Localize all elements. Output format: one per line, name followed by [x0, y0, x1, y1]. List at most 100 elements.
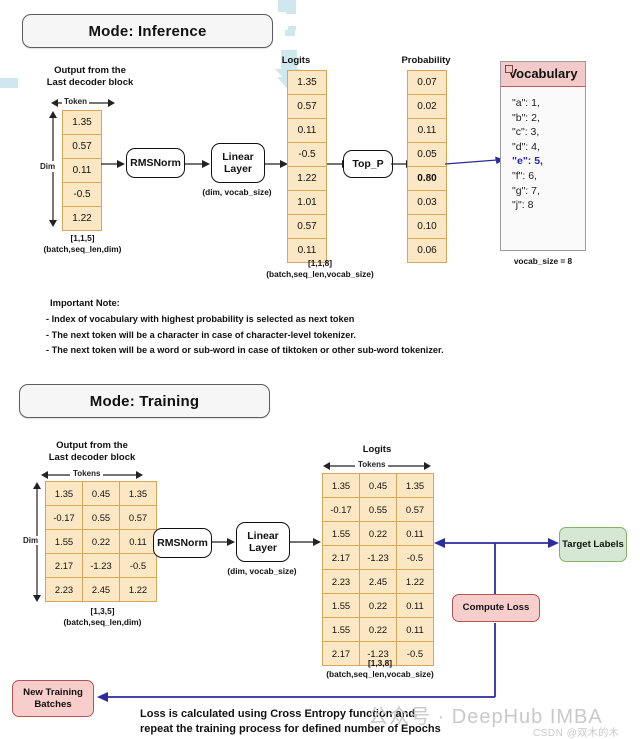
vocabulary-entry: "g": 7,: [512, 184, 540, 197]
inference-dim-axis-label: Dim: [40, 161, 56, 172]
training-arrow-rmsnorm-linear: [212, 538, 235, 546]
vocabulary-entry: "b": 2,: [512, 111, 540, 124]
matrix-cell: -0.5: [120, 554, 156, 578]
inference-rmsnorm-label: RMSNorm: [130, 157, 181, 169]
matrix-cell: 0.22: [360, 618, 397, 642]
training-linear-box: Linear Layer: [236, 522, 290, 562]
inference-arrow-linear-logits: [265, 160, 288, 168]
matrix-cell: -0.17: [323, 498, 360, 522]
note-line: - The next token will be a word or sub-w…: [46, 345, 444, 355]
target-labels-box: Target Labels: [559, 527, 627, 562]
vocabulary-entry: "d": 4,: [512, 140, 540, 153]
inference-logits-shape: [1,1,8] (batch,seq_len,vocab_size): [240, 258, 400, 280]
value-cell: 1.22: [63, 207, 101, 230]
inference-logits-shape-desc: (batch,seq_len,vocab_size): [266, 269, 374, 279]
training-tokens-axis-label: Tokens: [70, 469, 104, 478]
new-training-batches-box: New Training Batches: [12, 680, 94, 717]
new-training-batches-line1: New Training: [23, 687, 83, 698]
matrix-cell: 0.22: [360, 594, 397, 618]
matrix-cell: 0.45: [360, 474, 397, 498]
matrix-cell: -0.17: [46, 506, 83, 530]
inference-topp-label: Top_P: [352, 158, 384, 170]
matrix-cell: 2.17: [323, 642, 360, 665]
inference-token-axis-label: Token: [62, 97, 89, 106]
matrix-cell: 0.11: [397, 594, 433, 618]
value-cell: 1.01: [288, 191, 326, 215]
training-input-shape-desc: (batch,seq_len,dim): [63, 617, 142, 627]
inference-logits-title: Logits: [281, 55, 311, 66]
training-logits-tokens-label: Tokens: [355, 460, 389, 469]
matrix-cell: 1.35: [120, 482, 156, 506]
value-cell: 0.02: [408, 95, 446, 119]
vocab-size-label: vocab_size = 8: [513, 256, 573, 266]
value-cell: 1.35: [63, 111, 101, 135]
value-cell: 0.11: [288, 239, 326, 262]
training-linear-label-line1: Linear: [247, 530, 279, 542]
matrix-cell: 0.57: [120, 506, 156, 530]
inference-logits-shape-value: [1,1,8]: [308, 258, 332, 268]
training-input-shape-value: [1,3,5]: [90, 606, 115, 616]
value-cell: 0.03: [408, 191, 446, 215]
matrix-cell: 0.45: [83, 482, 120, 506]
training-logits-shape-value: [1,3,8]: [368, 658, 392, 668]
vocabulary-entries: "a": 1,"b": 2,"c": 3,"d": 4,"e": 5,"f": …: [501, 87, 585, 219]
value-cell: -0.5: [288, 143, 326, 167]
training-arrow-linear-logits: [290, 538, 321, 546]
matrix-cell: 0.57: [397, 498, 433, 522]
inference-arrow-prob-vocab: [444, 156, 504, 165]
vocabulary-card: Vocabulary "a": 1, "b": 2, "c": 3,"d": 4, "…: [500, 61, 586, 251]
note-line: - Index of vocabulary with highest proba…: [46, 314, 355, 324]
vocabulary-entry: "a": 1,: [512, 97, 540, 109]
mode-training-label: Mode: Training: [89, 392, 200, 410]
matrix-cell: -0.5: [397, 546, 433, 570]
value-cell: 0.57: [288, 95, 326, 119]
value-cell: 0.10: [408, 215, 446, 239]
target-labels-label: Target Labels: [562, 538, 624, 550]
inference-input-shape-desc: (batch,seq_len,dim): [43, 244, 122, 254]
loss-description-line1: Loss is calculated using Cross Entropy f…: [140, 708, 416, 720]
vocabulary-entry: "e": 5,: [512, 155, 543, 168]
matrix-cell: 0.22: [360, 522, 397, 546]
vocabulary-entry: "c": 3,: [512, 126, 540, 139]
inference-linear-label-line1: Linear: [222, 151, 254, 163]
mode-training-banner: Mode: Training: [19, 384, 270, 418]
matrix-row: 2.17-1.23-0.5: [323, 546, 433, 570]
inference-linear-box: Linear Layer: [211, 143, 265, 183]
matrix-cell: 0.11: [397, 522, 433, 546]
matrix-cell: 1.35: [323, 474, 360, 498]
inference-arrow-input-rmsnorm: [101, 160, 125, 168]
loss-description-line2: repeat the training process for defined …: [140, 723, 441, 735]
matrix-cell: 1.35: [46, 482, 83, 506]
training-logits-title: Logits: [362, 444, 392, 455]
matrix-cell: 0.22: [83, 530, 120, 554]
vocabulary-entry: "j": 8: [512, 199, 534, 212]
watermark-sub: CSDN @双木的木: [533, 728, 620, 739]
inference-linear-label-line2: Layer: [223, 163, 253, 175]
value-cell: 1.22: [288, 167, 326, 191]
matrix-row: 2.17-1.23-0.5: [323, 642, 433, 665]
note-line: - The next token will be a character in …: [46, 329, 356, 340]
vocabulary-title: Vocabulary: [508, 66, 578, 81]
matrix-cell: 2.17: [46, 554, 83, 578]
matrix-cell: 2.45: [83, 578, 120, 601]
matrix-row: 2.17-1.23-0.5: [46, 554, 156, 578]
matrix-cell: 0.55: [83, 506, 120, 530]
vocabulary-note-icon: [505, 65, 513, 73]
training-rmsnorm-label: RMSNorm: [157, 537, 208, 549]
matrix-cell: 0.11: [120, 530, 156, 554]
training-logits-shape-desc: (batch,seq_len,vocab_size): [326, 669, 434, 679]
value-cell: 0.80: [408, 167, 446, 191]
matrix-cell: -1.23: [360, 642, 397, 665]
matrix-cell: 0.11: [397, 618, 433, 642]
value-cell: 0.57: [288, 215, 326, 239]
